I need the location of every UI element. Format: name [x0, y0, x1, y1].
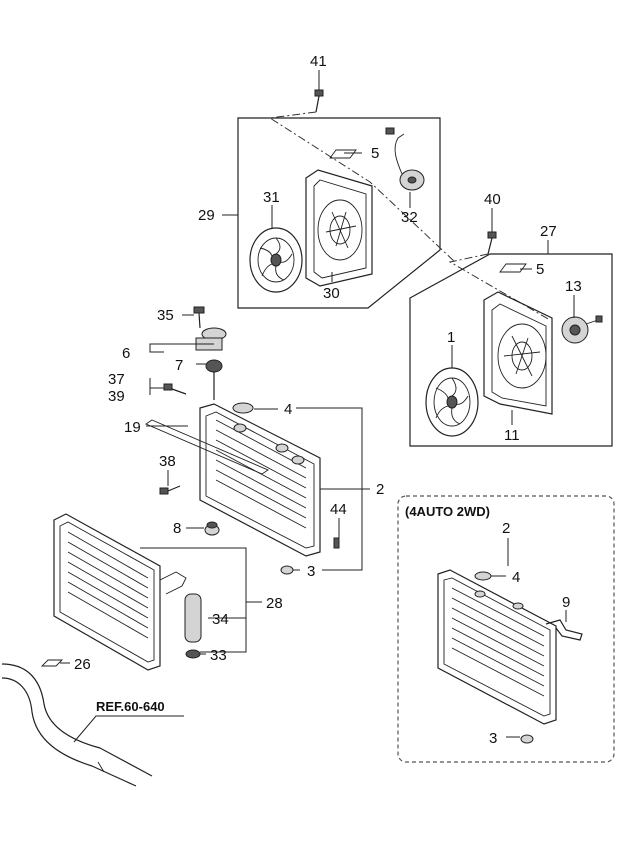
bracket-6: [195, 327, 227, 351]
callout-5b: 5: [536, 261, 544, 278]
callout-39: 39: [108, 388, 125, 405]
leader-lines: [60, 70, 575, 743]
fan-assembly-27: [409, 231, 613, 447]
callout-26: 26: [74, 656, 91, 673]
oil-cooler-hose-9: [545, 619, 583, 641]
callout-7: 7: [175, 357, 183, 374]
callout-2b: 2: [502, 520, 510, 537]
condenser-assembly: [53, 513, 202, 671]
callout-2a: 2: [376, 481, 384, 498]
shroud-30: [305, 169, 373, 287]
assembly-box-29: [237, 117, 441, 309]
ref-label: REF.60-640: [96, 699, 165, 714]
callout-6: 6: [122, 345, 130, 362]
front-bumper-ref: [1, 659, 153, 787]
callout-44: 44: [330, 501, 347, 518]
fan-assembly-29: [237, 89, 456, 309]
callout-37: 37: [108, 371, 125, 388]
fan-motor-32: [385, 127, 425, 191]
label-sticker-5a: [329, 149, 357, 159]
label-sticker-26: [40, 659, 64, 667]
inset-cap-4: [474, 571, 492, 581]
callout-35: 35: [157, 307, 174, 324]
callout-32: 32: [401, 209, 418, 226]
bolt-40: [487, 231, 497, 255]
inset-4auto-2wd: [397, 495, 615, 763]
bolt-38: [159, 485, 181, 495]
callout-31: 31: [263, 189, 280, 206]
assembly-box-27: [409, 253, 613, 447]
callout-labels: 41 5 32 31 29 30 40 27 5 13 1 11 35 6 7 …: [74, 53, 582, 747]
callout-19: 19: [124, 419, 141, 436]
cap-33: [185, 649, 201, 659]
callout-3b: 3: [489, 730, 497, 747]
callout-11: 11: [504, 427, 520, 444]
callout-4a: 4: [284, 401, 292, 418]
receiver-drier-34: [184, 593, 202, 643]
callout-3a: 3: [307, 563, 315, 580]
bolt-35: [193, 306, 205, 329]
callout-4b: 4: [512, 569, 520, 586]
fan-motor-13: [561, 315, 603, 344]
callout-29: 29: [198, 207, 215, 224]
fan-blade-1: [425, 367, 479, 437]
mount-8: [204, 521, 220, 536]
fan-blade-31: [249, 227, 303, 293]
inset-title: (4AUTO 2WD): [405, 504, 490, 519]
callout-33: 33: [210, 647, 227, 664]
inset-bushing-3: [520, 734, 534, 744]
inset-radiator: [437, 569, 557, 725]
bolt-37-39: [163, 383, 187, 395]
shroud-11: [483, 291, 553, 415]
callout-40: 40: [484, 191, 501, 208]
callout-28: 28: [266, 595, 283, 612]
centerline-upper: [268, 111, 456, 263]
callout-5a: 5: [371, 145, 379, 162]
callout-1: 1: [447, 329, 455, 346]
callout-9: 9: [562, 594, 570, 611]
callout-30: 30: [323, 285, 340, 302]
clip-44: [333, 537, 340, 549]
callout-27: 27: [540, 223, 557, 240]
bushing-3a: [280, 565, 294, 575]
callout-41: 41: [310, 53, 327, 70]
upper-mount: [163, 306, 227, 400]
insulator-7: [205, 359, 223, 400]
callout-13: 13: [565, 278, 582, 295]
seal-strip-19: [145, 419, 269, 475]
radiator-main: [145, 402, 340, 575]
callout-8: 8: [173, 520, 181, 537]
bolt-41: [314, 89, 324, 113]
callout-34: 34: [212, 611, 229, 628]
callout-38: 38: [159, 453, 176, 470]
label-sticker-5b: [499, 263, 527, 273]
radiator-cap-4: [232, 402, 254, 414]
